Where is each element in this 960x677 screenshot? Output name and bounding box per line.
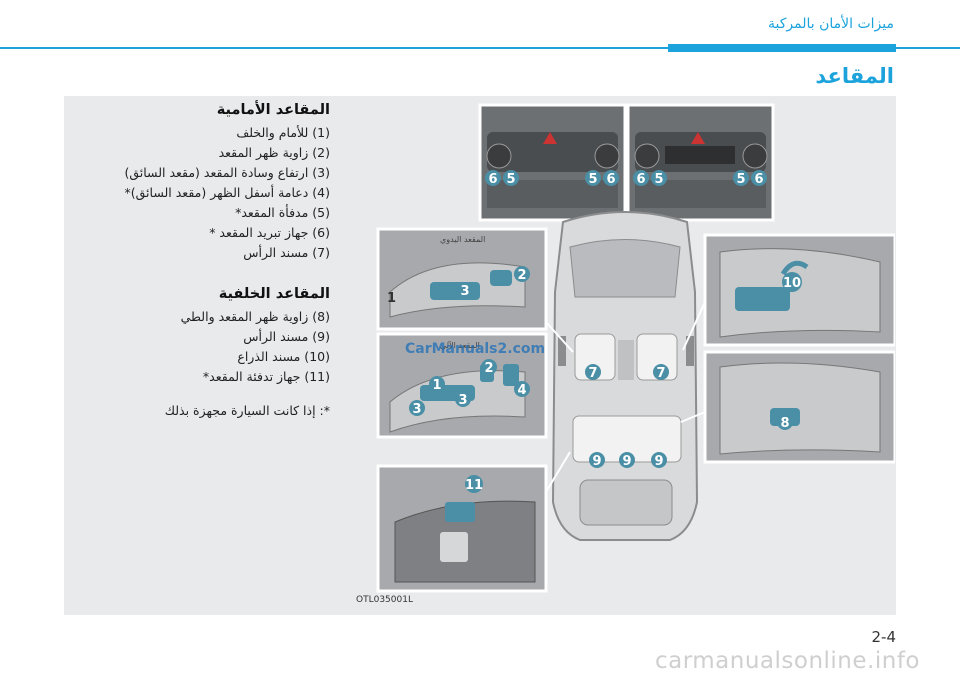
svg-text:2: 2 [484,361,493,376]
car-callouts: 7 7 9 9 9 [585,364,669,469]
dashboard-inset-right [626,103,775,222]
legend-item: (4) دعامة أسفل الظهر (مقعد السائق)* [124,185,330,200]
front-seats-heading: المقاعد الأمامية [216,102,330,118]
power-seat-label: المقعد الآلي [440,340,480,350]
header-rule [0,47,960,49]
svg-text:6: 6 [606,172,615,187]
seat-diagram: 6 5 5 6 6 5 5 6 7 7 9 9 9 المقعد اليدوي … [376,103,895,593]
chapter-title: ميزات الأمان بالمركبة [768,16,894,32]
svg-text:2: 2 [517,268,526,283]
svg-text:3: 3 [458,393,467,408]
svg-text:3: 3 [412,402,421,417]
svg-text:5: 5 [506,172,515,187]
svg-text:5: 5 [588,172,597,187]
manual-seat-inset: المقعد اليدوي 3 2 1 [376,227,548,331]
manual-seat-label: المقعد اليدوي [440,235,485,244]
rear-heater-inset: 11 [376,464,548,593]
legend-item: (1) للأمام والخلف [236,125,330,140]
legend-item: (7) مسند الرأس [243,245,330,260]
svg-text:7: 7 [588,366,597,381]
svg-text:9: 9 [622,454,631,469]
rear-armrest-inset: 10 [703,233,895,347]
dashboard-inset-left [478,103,627,222]
rear-seatback-inset: 8 [703,350,895,464]
footer-site-text: carmanualsonline.info [654,648,920,674]
svg-text:1: 1 [432,378,441,393]
svg-text:10: 10 [783,276,801,291]
page-number: 2-4 [871,628,897,646]
car-top-view [551,211,699,541]
legend-item: (11) جهاز تدفئة المقعد* [202,369,330,384]
rear-seats-heading: المقاعد الخلفية [218,286,330,302]
section-title: المقاعد [815,64,894,88]
legend-item: (5) مدفأة المقعد* [235,205,330,220]
svg-text:6: 6 [754,172,763,187]
legend-item: (3) ارتفاع وسادة المقعد (مقعد السائق) [124,165,330,180]
svg-text:5: 5 [736,172,745,187]
legend-item: (8) زاوية ظهر المقعد والطي [180,309,330,324]
svg-text:9: 9 [592,454,601,469]
legend-item: (10) مسند الذراع [237,349,330,364]
svg-text:4: 4 [517,383,526,398]
figure-code: OTL035001L [356,595,413,605]
svg-text:11: 11 [465,478,483,493]
svg-text:8: 8 [780,416,789,431]
legend-item: (9) مسند الرأس [243,329,330,344]
svg-text:9: 9 [654,454,663,469]
svg-text:5: 5 [654,172,663,187]
svg-text:6: 6 [488,172,497,187]
legend-item: (6) جهاز تبريد المقعد * [209,225,330,240]
svg-text:7: 7 [656,366,665,381]
header-rule-accent [668,44,896,52]
watermark: CarManuals2.com [405,341,546,357]
svg-text:6: 6 [636,172,645,187]
seat-legend: المقاعد الأمامية (1) للأمام والخلف (2) ز… [90,96,330,421]
svg-text:3: 3 [460,284,469,299]
legend-item: (2) زاوية ظهر المقعد [218,145,330,160]
dashboard-callouts: 6 5 5 6 6 5 5 6 [485,170,767,187]
svg-text:1: 1 [387,291,396,306]
power-seat-inset: المقعد الآلي 1 2 4 3 3 [376,332,548,439]
equipment-note: *: إذا كانت السيارة مجهزة بذلك [164,403,330,418]
